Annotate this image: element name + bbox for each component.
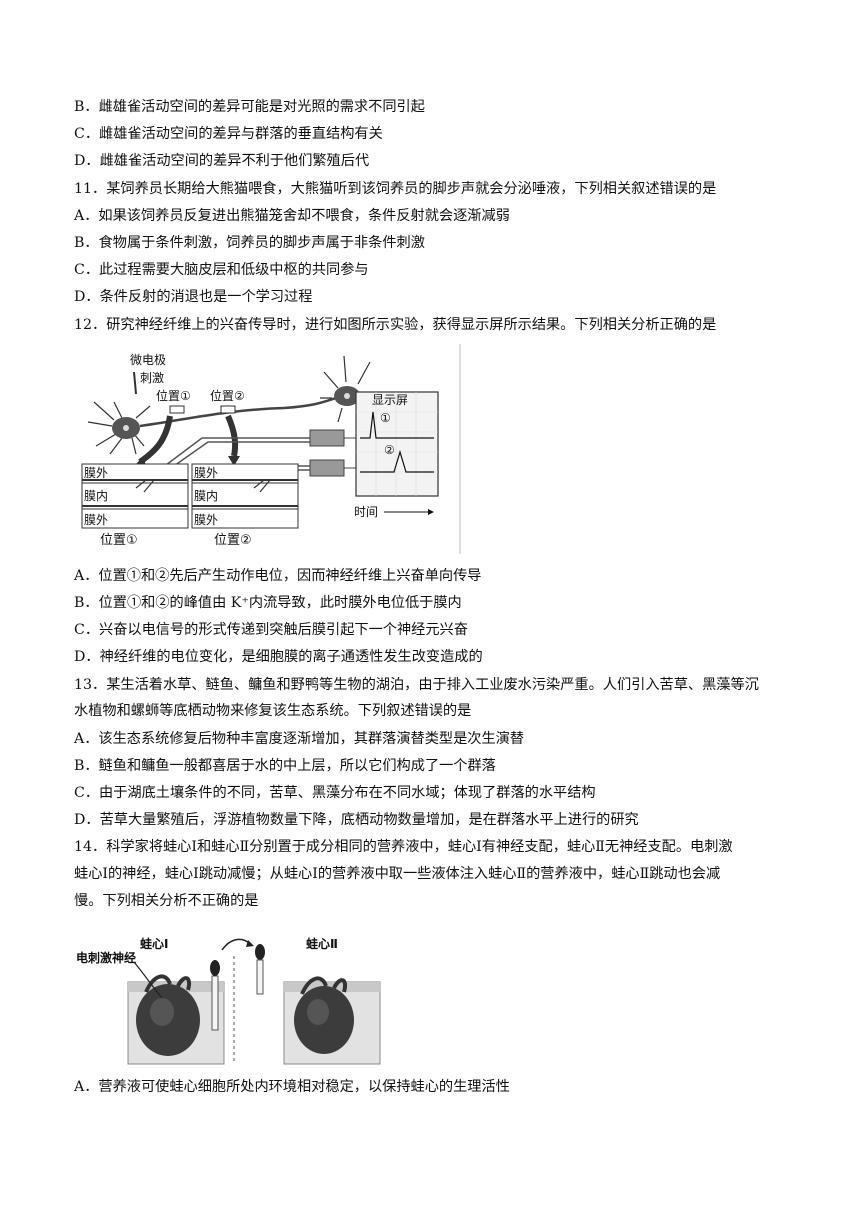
q13-option-b: B．鲢鱼和鳙鱼一般都喜居于水的中上层，所以它们构成了一个群落: [74, 758, 496, 774]
dropper-1: [211, 975, 219, 1031]
section-1-caption: 位置①: [100, 533, 138, 548]
q12-stem: 12．研究神经纤维上的兴奋传导时，进行如图所示实验，获得显示屏所示结果。下列相关…: [74, 317, 717, 333]
electrode-marker-2: [220, 405, 236, 414]
trace-position-1: [360, 411, 434, 439]
left-neuron: [87, 401, 151, 455]
outside-label-1a: 膜外: [84, 466, 108, 480]
transfer-arrow: [221, 938, 251, 951]
heart-2-label: 蛙心Ⅱ: [306, 936, 338, 951]
membrane-section-2: [191, 463, 299, 529]
amplifier-1: [309, 429, 345, 447]
q12-option-c: C．兴奋以电信号的形式传递到突触后膜引起下一个神经元兴奋: [74, 622, 468, 638]
section-2-caption: 位置②: [214, 533, 252, 548]
q14-stem-line-3: 慢。下列相关分析不正确的是: [74, 893, 259, 909]
q13-option-c: C．由于湖底土壤条件的不同，苦草、黑藻分布在不同水域；体现了群落的水平结构: [74, 785, 596, 801]
nerve: [133, 961, 163, 999]
q13-option-d: D．苦草大量繁殖后，浮游植物数量下降，底栖动物数量增加，是在群落水平上进行的研究: [74, 812, 639, 828]
position-1-label: 位置①: [156, 388, 191, 403]
q14-stem-line-2: 蛙心Ⅰ的神经，蛙心Ⅰ跳动减慢；从蛙心Ⅰ的营养液中取一些液体注入蛙心Ⅱ的营养液中，…: [74, 866, 721, 882]
outside-label-1b: 膜外: [84, 513, 108, 527]
q11-option-b: B．食物属于条件刺激，饲养员的脚步声属于非条件刺激: [74, 235, 425, 251]
trace-1-mark: ①: [380, 411, 391, 425]
q10-option-b: B．雌雄雀活动空间的差异可能是对光照的需求不同引起: [74, 99, 425, 115]
electrode-label: 微电极: [130, 353, 166, 367]
q13-stem-line-2: 水植物和螺蛳等底栖动物来修复该生态系统。下列叙述错误的是: [74, 703, 472, 719]
q11-option-a: A．如果该饲养员反复进出熊猫笼舍却不喂食，条件反射就会逐渐减弱: [74, 208, 510, 224]
nerve-stimulation-label: 电刺激神经: [76, 950, 136, 965]
q12-option-d: D．神经纤维的电位变化，是细胞膜的离子通透性发生改变造成的: [74, 649, 483, 665]
q12-option-a: A．位置①和②先后产生动作电位，因而神经纤维上兴奋单向传导: [74, 568, 482, 584]
display-screen: [355, 391, 439, 497]
q14-option-a: A．营养液可使蛙心细胞所处内环境相对稳定，以保持蛙心的生理活性: [74, 1079, 510, 1095]
dropper-2: [256, 959, 264, 995]
arrow-to-position-2: [225, 414, 239, 457]
membrane-section-1: [81, 463, 189, 529]
q10-option-d: D．雌雄雀活动空间的差异不利于他们繁殖后代: [74, 153, 370, 169]
time-axis-label: 时间: [354, 505, 378, 519]
stimulus-label: 刺激: [140, 371, 164, 385]
inside-label-1: 膜内: [84, 489, 108, 503]
q11-stem: 11．某饲养员长期给大熊猫喂食，大熊猫听到该饲养员的脚步声就会分泌唾液，下列相关…: [74, 181, 717, 197]
heart-1-label: 蛙心Ⅰ: [140, 936, 168, 951]
q10-option-c: C．雌雄雀活动空间的差异与群落的垂直结构有关: [74, 126, 383, 142]
position-2-label: 位置②: [210, 388, 245, 403]
stimulus-electrode: [133, 371, 137, 395]
amplifier-2: [309, 459, 345, 477]
q13-stem-line-1: 13．某生活着水草、鲢鱼、鳙鱼和野鸭等生物的湖泊，由于排入工业废水污染严重。人们…: [74, 677, 759, 693]
trace-2-mark: ②: [384, 443, 395, 457]
q11-option-c: C．此过程需要大脑皮层和低级中枢的共同参与: [74, 262, 369, 278]
trace-position-2: [360, 449, 434, 473]
q14-stem-line-1: 14．科学家将蛙心Ⅰ和蛙心Ⅱ分别置于成分相同的营养液中，蛙心Ⅰ有神经支配，蛙心Ⅱ…: [74, 839, 733, 855]
display-screen-label: 显示屏: [372, 393, 408, 407]
electrode-marker-1: [169, 405, 185, 414]
q11-option-d: D．条件反射的消退也是一个学习过程: [74, 289, 313, 305]
outside-label-2a: 膜外: [194, 466, 218, 480]
outside-label-2b: 膜外: [194, 513, 218, 527]
nerve-fiber-experiment-figure: 微电极 刺激 位置① 位置② 显示屏 ① ② 时间 膜外 膜内 膜外 位置①: [81, 344, 461, 554]
frog-heart-experiment-figure: 电刺激神经 蛙心Ⅰ 蛙心Ⅱ: [76, 936, 381, 1065]
inside-label-2: 膜内: [194, 489, 218, 503]
q12-option-b: B．位置①和②的峰值由 K⁺内流导致，此时膜外电位低于膜内: [74, 595, 462, 611]
q13-option-a: A．该生态系统修复后物种丰富度逐渐增加，其群落演替类型是次生演替: [74, 731, 525, 747]
